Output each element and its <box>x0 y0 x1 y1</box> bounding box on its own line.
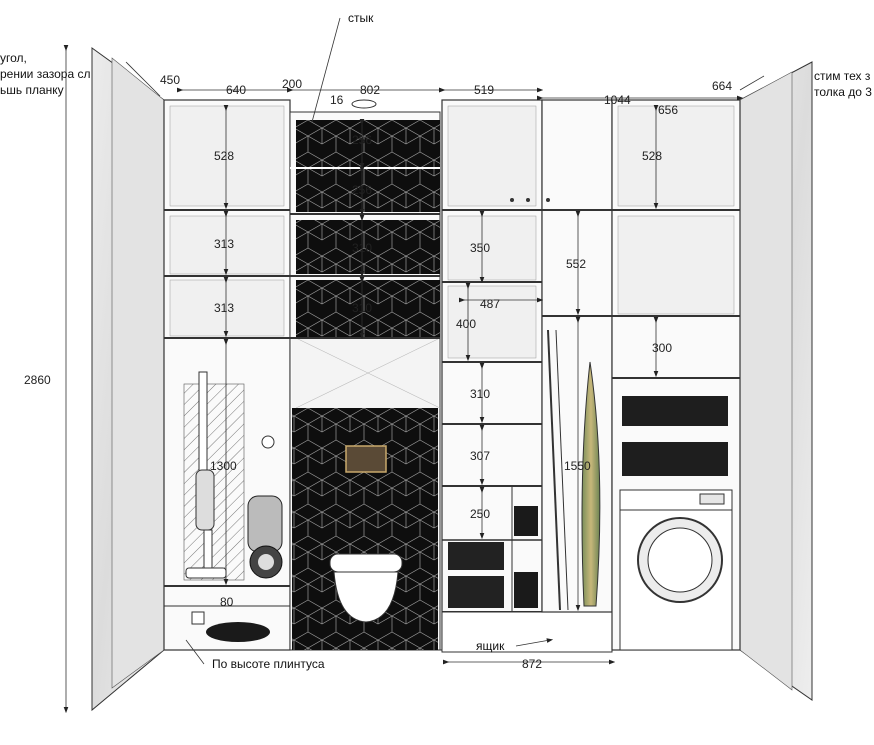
dim-528-left: 528 <box>214 149 234 163</box>
note-joint: стык <box>348 11 374 25</box>
outlet-icon <box>191 611 205 625</box>
dim-487: 487 <box>480 297 500 311</box>
dim-313-b: 313 <box>214 301 234 315</box>
dim-872: 872 <box>522 657 542 671</box>
toilet-icon <box>329 553 403 623</box>
robot-vacuum-icon <box>206 622 270 642</box>
canister-vacuum-icon <box>247 495 283 579</box>
drying-rack-icon <box>622 396 728 426</box>
flush-button-icon <box>345 445 387 473</box>
basket-icon-2 <box>448 576 504 608</box>
dim-310-c: 310 <box>470 387 490 401</box>
dim-16: 16 <box>330 93 344 107</box>
dim-664: 664 <box>712 79 732 93</box>
dim-802: 802 <box>360 83 380 97</box>
dim-519: 519 <box>474 83 494 97</box>
drying-rack-icon-2 <box>622 442 728 476</box>
note-right-2: толка до 3 <box>814 85 872 99</box>
ironing-board-icon <box>581 361 601 607</box>
note-left-3: ьшь планку <box>0 83 64 97</box>
dim-1550: 1550 <box>564 459 591 473</box>
right-cabinet <box>611 99 741 651</box>
ceiling-light-icon <box>351 99 377 109</box>
dim-250: 250 <box>470 507 490 521</box>
dim-400: 400 <box>456 317 476 331</box>
dim-1044: 1044 <box>604 93 631 107</box>
dimension-lines <box>63 17 765 714</box>
dim-80: 80 <box>220 595 234 609</box>
socket-icon <box>261 435 275 449</box>
right-wall <box>739 61 813 701</box>
stick-vacuum-icon <box>185 371 227 579</box>
dim-300: 300 <box>652 341 672 355</box>
dim-552: 552 <box>566 257 586 271</box>
note-left-1: угол, <box>0 51 27 65</box>
dim-1300: 1300 <box>210 459 237 473</box>
shelf-unit <box>441 99 613 653</box>
note-left-2: рении зазора сл <box>0 67 90 81</box>
bin-icon-2 <box>514 572 538 608</box>
tiled-niche <box>289 99 441 651</box>
dim-656: 656 <box>658 103 678 117</box>
dim-256-b: 256 <box>352 183 372 197</box>
ironing-section <box>541 99 613 613</box>
basket-icon <box>448 542 504 570</box>
dim-313-a: 313 <box>214 237 234 251</box>
dim-528-right: 528 <box>642 149 662 163</box>
dim-307: 307 <box>470 449 490 463</box>
dim-310-a: 310 <box>352 241 372 255</box>
dim-256-a: 256 <box>352 133 372 147</box>
dim-total-height: 2860 <box>24 373 51 387</box>
note-drawer: ящик <box>476 639 505 653</box>
note-right-1: стим тех з <box>814 69 871 83</box>
dim-640: 640 <box>226 83 246 97</box>
left-cabinet <box>163 99 291 651</box>
washing-machine-icon <box>619 489 733 651</box>
left-wall <box>91 47 165 712</box>
bin-icon <box>514 506 538 536</box>
note-plinth: По высоте плинтуса <box>212 657 325 671</box>
dim-310-b: 310 <box>352 301 372 315</box>
dim-450: 450 <box>160 73 180 87</box>
dim-350: 350 <box>470 241 490 255</box>
dim-200: 200 <box>282 77 302 91</box>
